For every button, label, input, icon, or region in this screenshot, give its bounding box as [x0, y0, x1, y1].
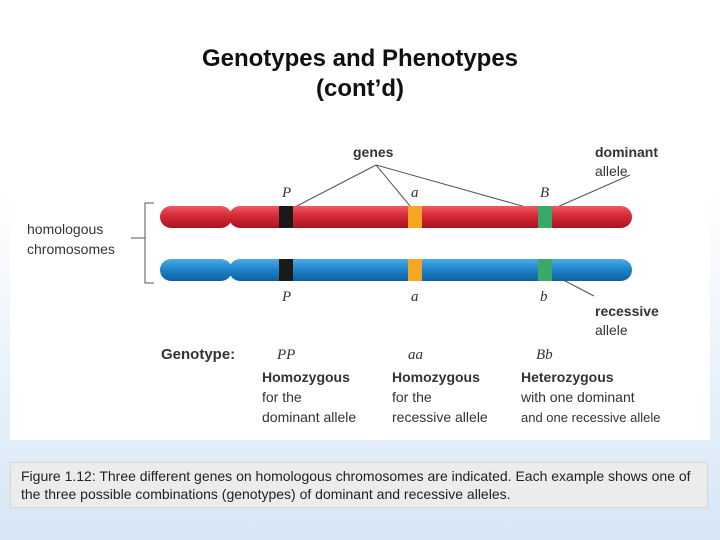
figure-caption: Figure 1.12: Three different genes on ho… — [10, 462, 708, 508]
gene-P-band-top — [279, 206, 293, 228]
allele-B-top: B — [540, 185, 549, 201]
genes-label: genes — [353, 144, 394, 160]
genotype-line1-1: for the — [262, 389, 302, 405]
genotype-code-Bb: Bb — [536, 347, 553, 363]
homologous-label: homologous — [27, 221, 103, 237]
allele-P-bottom: P — [281, 289, 291, 305]
genotype-line2-1: dominant allele — [262, 409, 356, 425]
allele-a-top: a — [411, 185, 419, 201]
genotype-line1-2: for the — [392, 389, 432, 405]
title-line-1: Genotypes and Phenotypes — [201, 45, 519, 72]
genotype-code-aa: aa — [408, 347, 423, 363]
title-line-2: (cont’d) — [316, 75, 404, 102]
genotype-heading-2: Homozygous — [392, 369, 480, 385]
allele-P-top: P — [281, 185, 291, 201]
genotype-heading-3: Heterozygous — [521, 369, 614, 385]
allele-a-bottom: a — [411, 289, 419, 305]
top-chromosome — [160, 206, 632, 228]
recessive-allele-label: allele — [595, 322, 628, 338]
genotype-label: Genotype: — [161, 346, 235, 363]
genotype-heading-1: Homozygous — [262, 369, 350, 385]
slide-title: Genotypes and Phenotypes (cont’d) — [0, 44, 720, 104]
chromosome-diagram: genes dominant allele homologous chromos… — [27, 144, 660, 425]
chromosomes-label: chromosomes — [27, 241, 115, 257]
gene-P-band-bottom — [279, 259, 293, 281]
genotype-code-PP: PP — [276, 347, 295, 363]
figure-panel: genes dominant allele homologous chromos… — [10, 133, 710, 440]
gene-B-band-top — [538, 206, 552, 228]
pointer-lines — [292, 164, 631, 297]
gene-b-band-bottom — [538, 259, 552, 281]
genotype-line2-3: and one recessive allele — [521, 410, 660, 425]
recessive-label: recessive — [595, 303, 659, 319]
genotype-line1-3: with one dominant — [520, 389, 635, 405]
gene-a-band-bottom — [408, 259, 422, 281]
gene-a-band-top — [408, 206, 422, 228]
genotype-line2-2: recessive allele — [392, 409, 488, 425]
homologous-bracket — [131, 202, 154, 284]
allele-b-bottom: b — [540, 289, 548, 305]
bottom-chromosome — [160, 259, 632, 281]
dominant-allele-label: allele — [595, 163, 628, 179]
dominant-label: dominant — [595, 144, 658, 160]
